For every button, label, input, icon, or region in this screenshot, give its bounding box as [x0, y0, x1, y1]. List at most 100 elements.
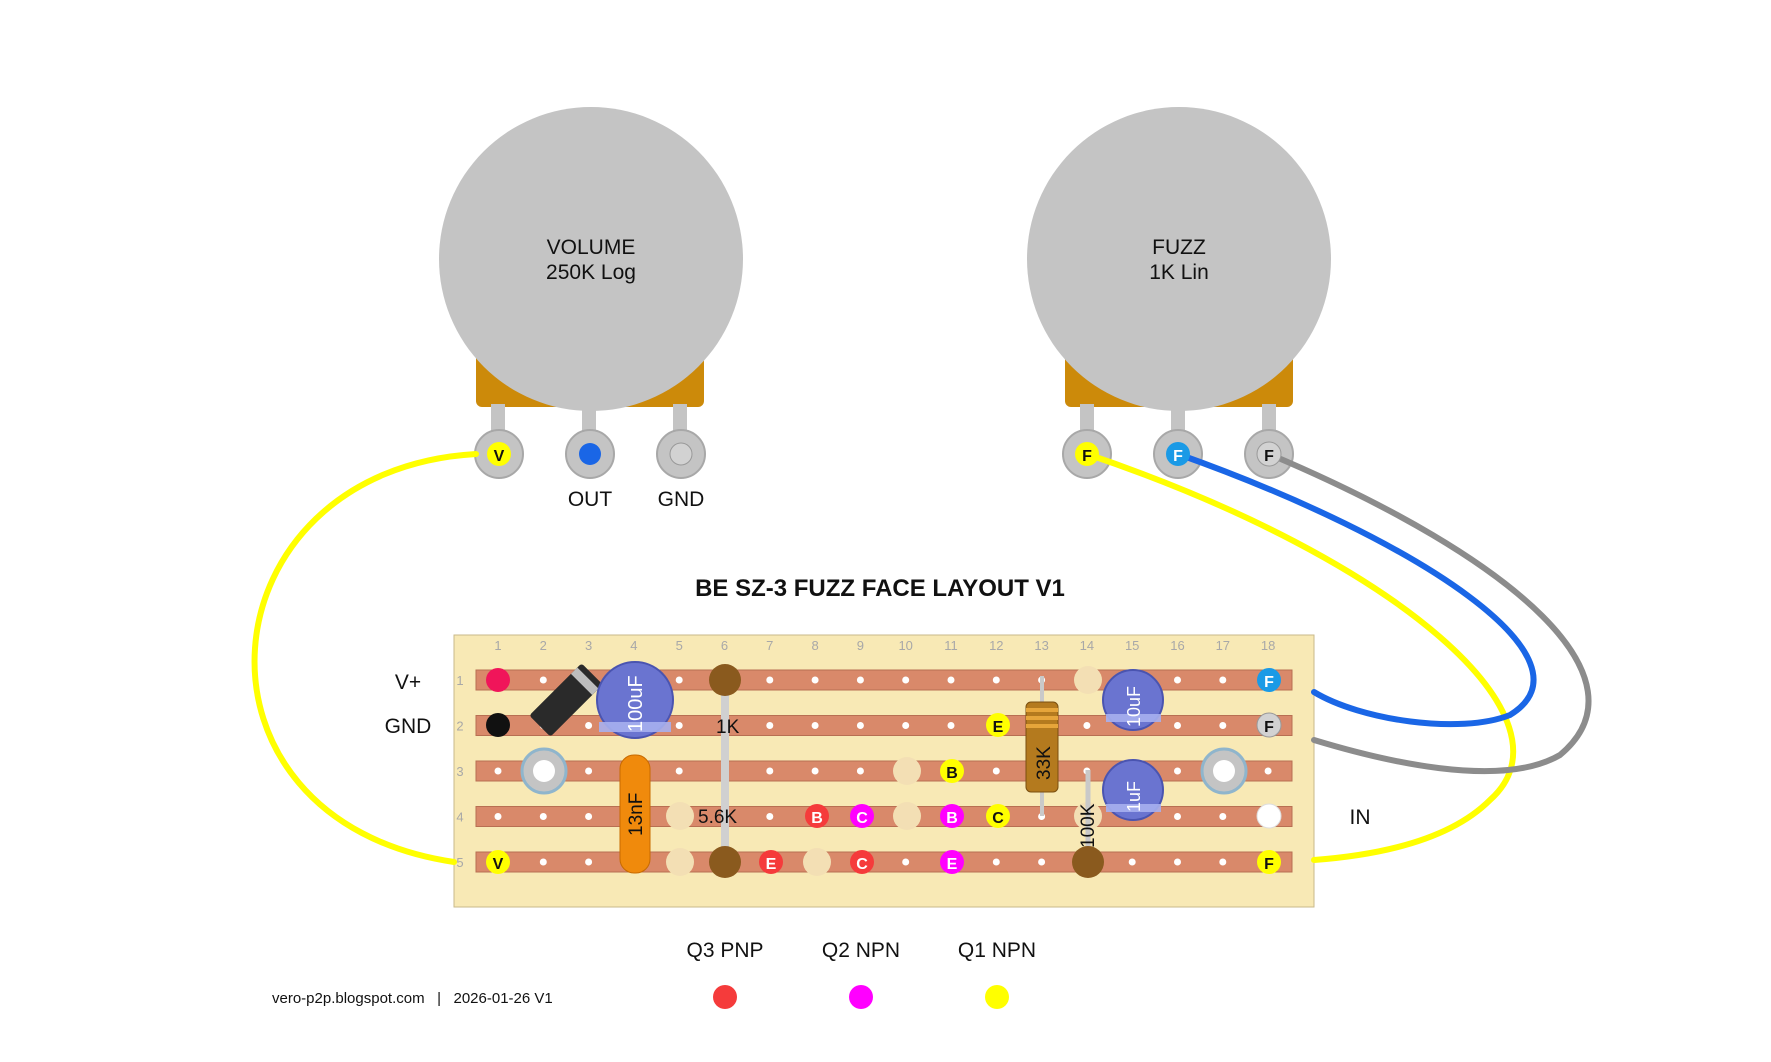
column-label: 5 — [676, 638, 683, 653]
q2-emitter: E — [940, 850, 964, 874]
svg-text:F: F — [1173, 448, 1183, 465]
board-hole — [1174, 813, 1181, 820]
cap-1uf-stripe — [1106, 804, 1161, 812]
board-hole — [766, 813, 774, 820]
column-label: 8 — [811, 638, 818, 653]
column-label: 11 — [944, 638, 958, 653]
row-label: 2 — [456, 719, 463, 734]
gnd-dot — [669, 442, 693, 466]
row-label: 3 — [456, 764, 463, 779]
vplus-pad[interactable] — [486, 668, 510, 692]
board-hole — [1128, 858, 1136, 866]
svg-text:E: E — [993, 719, 1004, 736]
column-label: 7 — [766, 638, 773, 653]
vplus-label: V+ — [395, 671, 421, 694]
cut-r5-c5 — [666, 848, 694, 876]
in-label: IN — [1350, 806, 1371, 829]
board-hole — [1174, 676, 1181, 684]
fuzz-pot-shaft — [1027, 107, 1331, 411]
svg-text:B: B — [811, 810, 823, 827]
volume-pot-shaft — [439, 107, 743, 411]
wire-volume-v[interactable] — [251, 451, 479, 865]
pin-markers: V F F F V F F F — [486, 441, 1282, 874]
svg-text:B: B — [946, 765, 958, 782]
cap-13nf-label: 13nF — [626, 793, 647, 836]
legend-q2-swatch — [849, 985, 873, 1009]
r1k-label: 1K — [716, 717, 740, 738]
board-hole — [494, 767, 502, 775]
board-hole — [585, 722, 593, 729]
out-dot — [579, 443, 601, 465]
board-hole — [947, 676, 955, 684]
board-hole — [992, 676, 1000, 684]
board-hole — [992, 858, 1000, 866]
cap-10uf-stripe — [1106, 714, 1161, 722]
board-hole — [539, 813, 547, 820]
fuzz-lug-leg-2 — [1171, 404, 1185, 436]
board-hole — [902, 858, 910, 866]
r1k-body — [721, 692, 729, 852]
board-hole — [1219, 722, 1227, 729]
cap-100uf-stripe — [599, 722, 671, 732]
wire-fuzz-lug1[interactable] — [1084, 451, 1517, 863]
column-label: 12 — [989, 638, 1003, 653]
marker-board-v: V — [486, 850, 510, 874]
column-label: 16 — [1170, 638, 1184, 653]
svg-text:F: F — [1264, 448, 1274, 465]
q1-base: B — [940, 759, 964, 783]
in-pad[interactable] — [1256, 803, 1282, 829]
r1k-pad-bottom — [709, 846, 741, 878]
column-label: 6 — [721, 638, 728, 653]
marker-board-f-yellow: F — [1257, 850, 1281, 874]
svg-text:F: F — [1264, 674, 1274, 691]
q1-emitter: E — [986, 713, 1010, 737]
board-hole — [856, 676, 864, 684]
board-hole — [766, 676, 774, 684]
r1k-pad-top — [709, 664, 741, 696]
copper-strip — [475, 715, 1293, 736]
board-hole — [675, 767, 683, 775]
board-hole — [947, 722, 955, 729]
cap-100uf-label: 100uF — [625, 675, 647, 732]
board-hole — [1264, 767, 1272, 775]
svg-text:B: B — [946, 810, 958, 827]
gnd-pad[interactable] — [486, 713, 510, 737]
fuzz-pot-name: FUZZ — [1152, 236, 1206, 259]
fuzz-pot-value: 1K Lin — [1149, 261, 1209, 284]
gnd-label: GND — [385, 715, 432, 738]
r33k-band-3 — [1026, 724, 1058, 728]
board-hole — [1219, 858, 1227, 866]
mount-pad-left-hole — [533, 760, 555, 782]
column-label: 10 — [898, 638, 912, 653]
board-hole — [856, 767, 864, 775]
cap-100uf — [596, 661, 674, 739]
footer-credit: vero-p2p.blogspot.com | 2026-01-26 V1 — [272, 990, 553, 1007]
cut-r3-c10 — [893, 757, 921, 785]
column-label: 2 — [540, 638, 547, 653]
legend-q2-label: Q2 NPN — [822, 939, 900, 962]
legend-q1-swatch — [985, 985, 1009, 1009]
q1-collector: C — [986, 804, 1010, 828]
board-hole — [585, 767, 593, 775]
row-label: 1 — [456, 673, 463, 688]
column-label: 13 — [1034, 638, 1048, 653]
board-hole — [811, 676, 819, 684]
diagram-title: BE SZ-3 FUZZ FACE LAYOUT V1 — [695, 575, 1065, 602]
svg-text:V: V — [493, 856, 504, 873]
board-hole — [539, 676, 547, 684]
out-label: OUT — [568, 488, 613, 511]
board-hole — [1174, 767, 1181, 775]
board-hole — [902, 722, 910, 729]
cap-1uf-label: 1uF — [1124, 781, 1144, 812]
svg-text:C: C — [992, 810, 1004, 827]
svg-text:E: E — [766, 856, 777, 873]
column-label: 1 — [494, 638, 501, 653]
components: 1K 5.6K 100K 33K 100uF 10uF 1uF 13nF — [486, 661, 1282, 878]
volume-lug-leg-2 — [582, 404, 596, 436]
board-hole — [766, 767, 774, 775]
marker-fuzz-f1: F — [1075, 442, 1099, 466]
wire-fuzz-lug2[interactable] — [1175, 451, 1537, 728]
wire-fuzz-lug3[interactable] — [1266, 451, 1592, 775]
q3-base: B — [805, 804, 829, 828]
